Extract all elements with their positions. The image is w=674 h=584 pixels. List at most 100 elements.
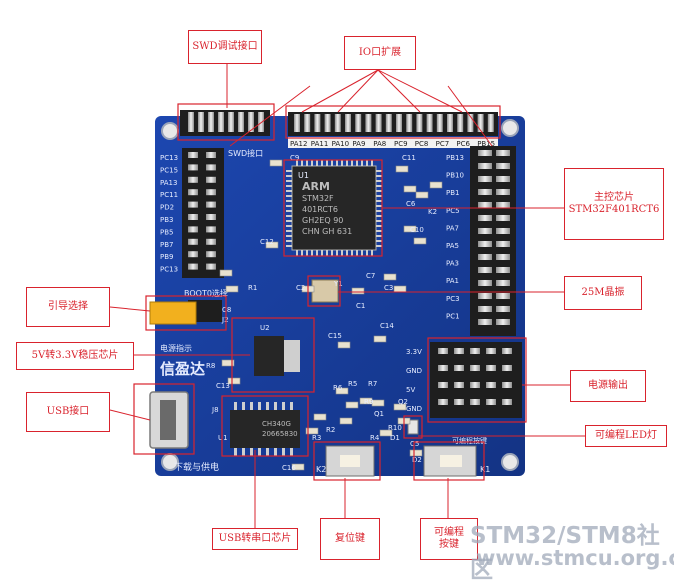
header-pin — [345, 114, 351, 132]
top-pin-label: PC7 — [436, 140, 450, 148]
top-pin-label: PA9 — [352, 140, 365, 148]
component-silk-label: R3 — [312, 434, 321, 442]
user-key-cap — [440, 455, 462, 467]
right-pin-label: PC5 — [446, 207, 460, 215]
component-silk-label: R1 — [248, 284, 257, 292]
chip-lead — [366, 160, 368, 166]
header-pin — [334, 114, 341, 132]
header-pin — [502, 382, 512, 388]
header-pin — [502, 365, 512, 371]
smd-component — [373, 335, 387, 343]
component-silk-label: C13 — [216, 382, 230, 390]
smd-component — [383, 273, 397, 281]
chip-lead — [356, 160, 358, 166]
header-pin — [496, 189, 510, 195]
callout-prog-key: 可编程 按键 — [420, 518, 478, 560]
swd-header — [180, 110, 270, 136]
chip-lead — [286, 175, 292, 177]
header-pin — [478, 150, 492, 156]
usb-serial-region-box — [221, 395, 309, 457]
top-pin-label: PA8 — [373, 140, 386, 148]
header-pin — [470, 399, 480, 405]
chip-lead — [250, 402, 253, 410]
chip-lead — [351, 250, 353, 256]
chip-lead — [371, 160, 373, 166]
chip-lead — [361, 160, 363, 166]
header-pin — [416, 114, 423, 132]
header-pin — [228, 112, 234, 132]
smd-component — [351, 287, 365, 295]
chip-lead — [371, 250, 373, 256]
chip-lead — [311, 160, 313, 166]
smd-component — [291, 463, 305, 471]
key-label-k2: K2 — [316, 465, 326, 474]
left-pin-label: PC13 — [160, 154, 178, 162]
right-pin-label: PB13 — [446, 154, 464, 162]
component-silk-label: C3 — [384, 284, 393, 292]
header-pin — [375, 114, 382, 132]
mount-hole — [501, 453, 519, 471]
smd-component — [393, 285, 407, 293]
header-pin — [478, 254, 492, 260]
voltage-label: GND — [406, 405, 422, 413]
swd-region-box — [177, 103, 275, 141]
power-output-header — [430, 342, 522, 418]
left-pin-label: PA13 — [160, 179, 177, 187]
component-silk-label: C14 — [380, 322, 394, 330]
header-pin — [188, 263, 198, 270]
chip-lead — [376, 240, 382, 242]
callout-boot: 引导选择 — [26, 287, 110, 327]
header-pin — [188, 152, 198, 158]
chip-lead — [341, 160, 343, 166]
chip-lead — [286, 180, 292, 182]
regulator-region-box — [231, 317, 315, 393]
top-pin-label: PA11 — [311, 140, 328, 148]
smd-component — [403, 185, 417, 193]
chip-lead — [242, 448, 245, 456]
left-pin-label: PB5 — [160, 228, 173, 236]
watermark-title: STM32/STM8社区 — [470, 523, 660, 583]
left-pin-label: PB7 — [160, 241, 173, 249]
header-pin — [478, 280, 492, 286]
header-pin — [294, 114, 300, 132]
header-pin — [486, 382, 496, 388]
top-label-strip — [288, 137, 498, 148]
header-pin — [496, 241, 510, 247]
header-pin — [478, 176, 492, 182]
chip-lead — [274, 448, 277, 456]
header-pin — [467, 114, 474, 132]
chip-marking: CHN GH 631 — [302, 227, 352, 236]
header-pin — [355, 114, 362, 132]
chip-lead — [336, 160, 338, 166]
top-pin-label: PC6 — [456, 140, 470, 148]
component-silk-label: C16 — [282, 464, 296, 472]
left-pin-label: PC15 — [160, 166, 178, 174]
header-pin — [478, 319, 492, 325]
component-silk-label: C7 — [366, 272, 375, 280]
voltage-label: 5V — [406, 386, 415, 394]
header-pin — [438, 348, 448, 354]
smd-component — [339, 417, 353, 425]
component-silk-label: J8 — [211, 406, 219, 414]
programmable-led — [407, 419, 419, 435]
header-pin — [486, 348, 496, 354]
header-pin — [188, 214, 198, 220]
right-pin-label: PB1 — [446, 189, 459, 197]
smd-component — [403, 225, 417, 233]
chip-lead — [321, 250, 323, 256]
chip-lead — [258, 402, 261, 410]
right-pin-label: PA1 — [446, 277, 459, 285]
chip-lead — [266, 402, 269, 410]
chip-lead — [306, 160, 308, 166]
top-pin-label: PC9 — [394, 140, 408, 148]
chip-lead — [346, 250, 348, 256]
top-pin-label: PC8 — [415, 140, 429, 148]
header-pin — [206, 251, 216, 258]
header-pin — [188, 164, 198, 171]
chip-lead — [316, 160, 318, 166]
chip-lead — [376, 170, 382, 172]
chip-lead — [286, 230, 292, 232]
header-pin — [188, 201, 198, 208]
component-silk-label: C11 — [402, 154, 416, 162]
callout-io: IO口扩展 — [344, 36, 416, 70]
